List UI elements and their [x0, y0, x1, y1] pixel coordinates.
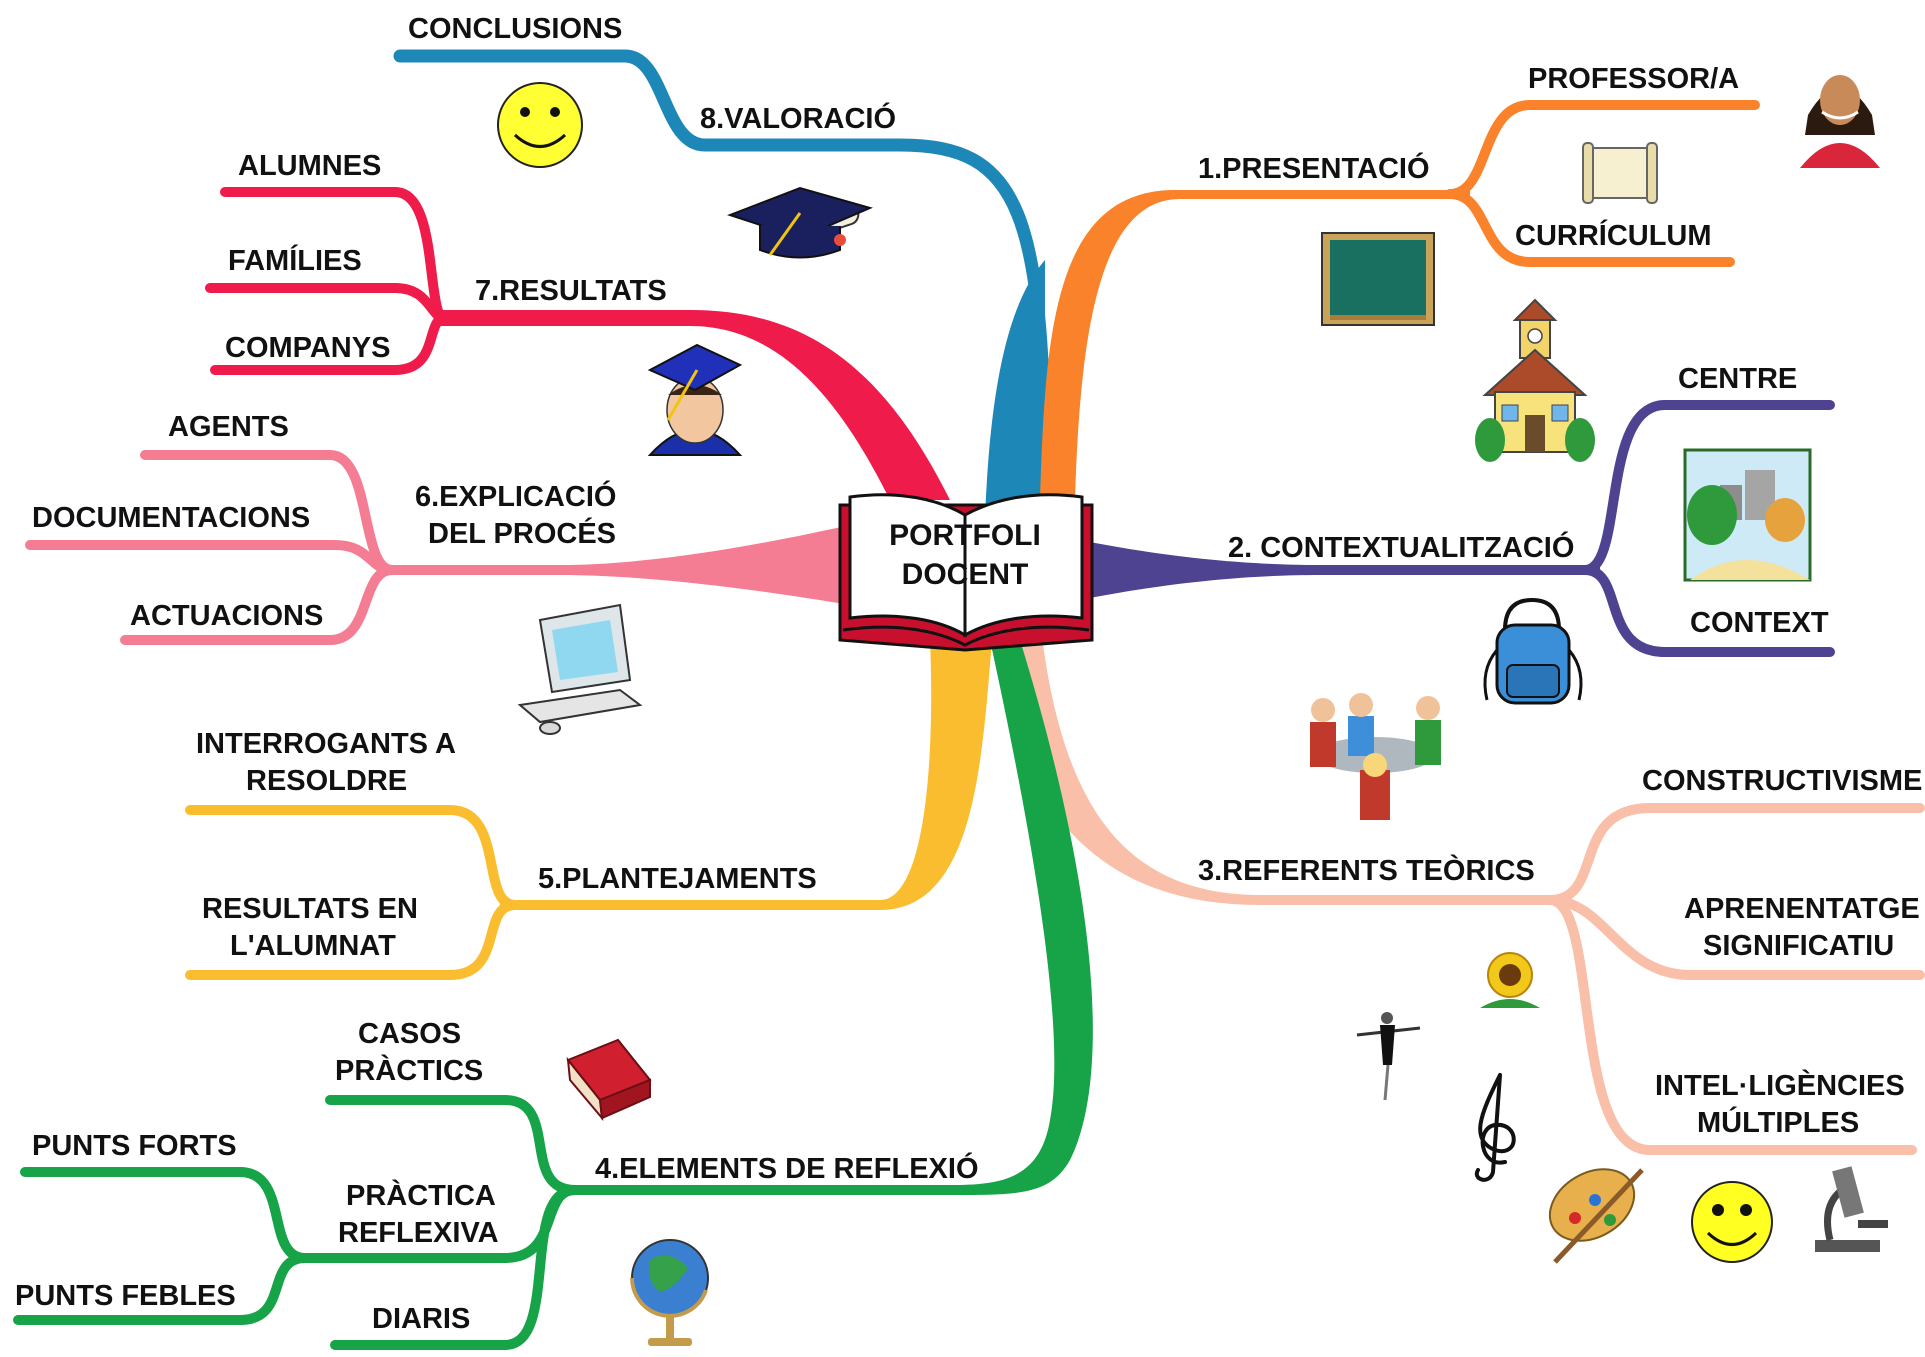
- label-presentacio: 1.PRESENTACIÓ: [1198, 151, 1430, 185]
- label-conclusions: CONCLUSIONS: [408, 13, 622, 45]
- red-book-icon: [566, 1038, 652, 1122]
- city-park-icon: [1683, 448, 1812, 582]
- children-group-icon: [1310, 693, 1441, 820]
- branch-elements: [13, 640, 1093, 1350]
- branch-line-context: [1580, 565, 1835, 657]
- branch-valoracio: [393, 49, 1052, 520]
- branch-trunk-plantejaments: [500, 640, 992, 910]
- label-actuacions: ACTUACIONS: [130, 600, 323, 632]
- label-context: CONTEXT: [1690, 607, 1829, 639]
- branch-line-constructivisme: [1545, 803, 1925, 905]
- label-aprenentatge-line1: APRENENTATGE: [1684, 893, 1920, 925]
- backpack-icon: [1483, 597, 1583, 705]
- branch-line-professor: [1445, 100, 1760, 199]
- sunflower-icon: [1480, 952, 1540, 1008]
- label-companys: COMPANYS: [225, 332, 390, 364]
- label-professor: PROFESSOR/A: [1528, 63, 1739, 95]
- branch-line-centre: [1580, 400, 1835, 575]
- microscope-icon: [1815, 1166, 1888, 1252]
- branch-trunk-contextualitzacio: [1080, 540, 1600, 600]
- label-constructivisme: CONSTRUCTIVISME: [1642, 765, 1922, 797]
- branch-trunk-valoracio: [985, 260, 1045, 520]
- dancer-icon: [1356, 1012, 1421, 1101]
- open-book-icon: [838, 493, 1094, 652]
- smiley-icon: [497, 82, 583, 168]
- branch-line-companys: [210, 313, 450, 375]
- label-elements: 4.ELEMENTS DE REFLEXIÓ: [595, 1151, 979, 1185]
- branch-line-aprenentatge: [1545, 895, 1925, 980]
- branch-line-interrogants: [185, 805, 520, 910]
- branch-trunk-resultats: [440, 310, 950, 500]
- girl-photo-icon: [1800, 75, 1880, 168]
- branch-contextualitzacio: [1080, 400, 1835, 657]
- center-title-line1: PORTFOLI: [889, 519, 1041, 552]
- label-diaris: DIARIS: [372, 1303, 470, 1335]
- branch-line-actuacions: [120, 565, 397, 645]
- label-practica-line2: REFLEXIVA: [338, 1217, 499, 1249]
- label-explicacio-line1: 6.EXPLICACIÓ: [415, 479, 616, 513]
- branch-line-punts-forts: [20, 1167, 310, 1263]
- branch-line-documentacions: [25, 540, 397, 575]
- label-punts-forts: PUNTS FORTS: [32, 1130, 237, 1162]
- branch-trunk-explicacio: [390, 525, 850, 605]
- label-referents: 3.REFERENTS TEÒRICS: [1198, 853, 1535, 887]
- branch-line-casos: [325, 1095, 580, 1195]
- label-punts-febles: PUNTS FEBLES: [15, 1280, 236, 1312]
- label-agents: AGENTS: [168, 411, 289, 443]
- label-casos-line1: CASOS: [358, 1018, 461, 1050]
- computer-icon: [517, 603, 643, 735]
- branch-line-punts-febles: [13, 1253, 310, 1325]
- school-building-icon: [1475, 298, 1595, 462]
- scroll-icon: [1582, 142, 1658, 204]
- label-interrogants-line1: INTERROGANTS A: [196, 728, 456, 760]
- label-documentacions: DOCUMENTACIONS: [32, 502, 310, 534]
- center-title-line2: DOCENT: [902, 558, 1029, 591]
- branch-explicacio: [25, 450, 850, 645]
- branch-line-diaris: [330, 1185, 580, 1350]
- label-resultats: 7.RESULTATS: [475, 275, 667, 307]
- label-alumnes: ALUMNES: [238, 150, 381, 182]
- branch-resultats: [205, 187, 950, 500]
- label-intel-line1: INTEL·LIGÈNCIES: [1655, 1068, 1905, 1102]
- graduate-student-icon: [647, 343, 743, 456]
- branch-line-families: [205, 283, 450, 323]
- label-explicacio-line2: DEL PROCÉS: [428, 516, 616, 550]
- label-practica-line1: PRÀCTICA: [346, 1178, 496, 1212]
- paint-palette-icon: [1548, 1168, 1644, 1264]
- label-intel-line2: MÚLTIPLES: [1697, 1105, 1859, 1139]
- label-contextualitzacio: 2. CONTEXTUALITZACIÓ: [1228, 530, 1574, 564]
- smiley-icon: [1691, 1181, 1773, 1263]
- label-families: FAMÍLIES: [228, 243, 362, 277]
- label-curriculum: CURRÍCULUM: [1515, 218, 1712, 252]
- label-interrogants-line2: RESOLDRE: [246, 765, 407, 797]
- label-valoracio: 8.VALORACIÓ: [700, 101, 896, 135]
- label-resultats-alumnat-line1: RESULTATS EN: [202, 893, 418, 925]
- label-aprenentatge-line2: SIGNIFICATIU: [1703, 930, 1894, 962]
- label-plantejaments: 5.PLANTEJAMENTS: [538, 863, 817, 895]
- branch-presentacio: [1040, 100, 1760, 500]
- label-resultats-alumnat-line2: L'ALUMNAT: [230, 930, 396, 962]
- branch-line-resultats-alumnat: [185, 900, 520, 980]
- globe-icon: [630, 1239, 709, 1346]
- branch-trunk-elements: [565, 640, 1093, 1195]
- treble-clef-icon: [1474, 1073, 1516, 1182]
- branch-referents: [990, 620, 1925, 1155]
- label-centre: CENTRE: [1678, 363, 1797, 395]
- blackboard-icon: [1321, 232, 1435, 326]
- graduation-cap-diploma-icon: [727, 186, 873, 259]
- branch-line-intel: [1545, 895, 1917, 1155]
- label-casos-line2: PRÀCTICS: [335, 1053, 483, 1087]
- branch-line-curriculum: [1445, 189, 1735, 267]
- branch-plantejaments: [185, 640, 992, 980]
